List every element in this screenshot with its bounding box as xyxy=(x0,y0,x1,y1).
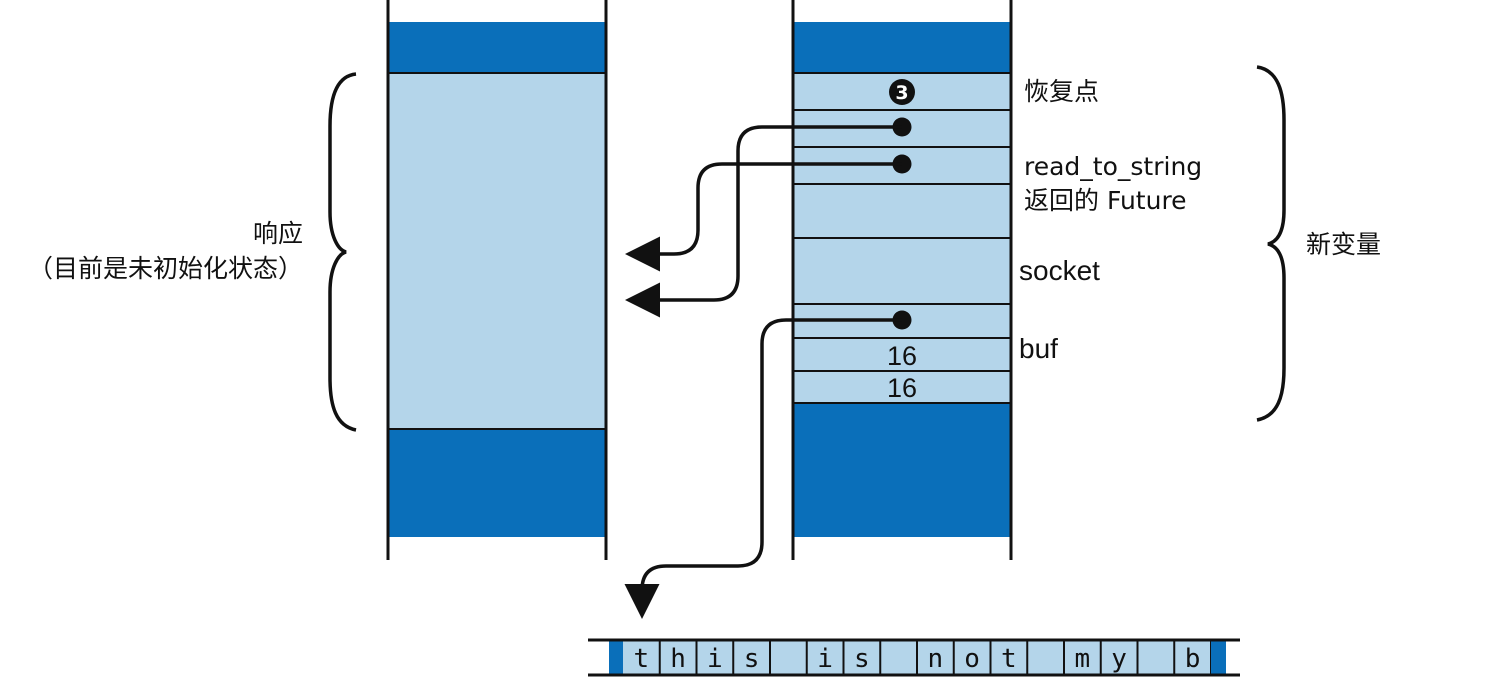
future-pointer-arrow xyxy=(625,125,902,318)
buf-length-value: 16 xyxy=(887,341,917,371)
buffer-cell xyxy=(917,640,954,675)
buffer-cell xyxy=(1064,640,1101,675)
right-brace xyxy=(1256,65,1286,422)
buffer-cell xyxy=(733,640,770,675)
response-label: 响应 xyxy=(253,219,303,248)
left-frame-top-block xyxy=(389,22,605,73)
buf-label: buf xyxy=(1019,333,1058,364)
socket-label: socket xyxy=(1019,255,1100,286)
buffer-char: i xyxy=(817,644,833,674)
resume-point-label: 恢复点 xyxy=(1024,77,1099,106)
future-label-note: 返回的 Future xyxy=(1024,186,1187,215)
buffer-cell xyxy=(659,640,697,675)
buffer-cell xyxy=(1137,640,1175,675)
right-frame xyxy=(791,0,1013,560)
buffer-char: m xyxy=(1075,644,1091,674)
buffer-cell xyxy=(843,640,881,675)
buffer-cell xyxy=(990,640,1028,675)
future-pointer-arrow xyxy=(625,162,902,272)
buffer-char: t xyxy=(634,644,650,674)
buffer-cell xyxy=(806,640,844,675)
buffer-cell xyxy=(696,640,734,675)
left-frame xyxy=(386,0,608,560)
resume-point-badge-number: 3 xyxy=(895,82,908,104)
buffer-char: y xyxy=(1111,644,1127,674)
buffer-cell xyxy=(953,640,991,675)
buffer-char: i xyxy=(707,644,723,674)
buf-capacity-value: 16 xyxy=(887,373,917,403)
buffer-char: b xyxy=(1185,644,1201,674)
buffer-left-edge xyxy=(609,640,623,675)
buffer-cell xyxy=(623,640,660,675)
left-brace xyxy=(328,72,357,432)
future-label: read_to_string xyxy=(1024,152,1202,181)
buffer-cell xyxy=(1027,640,1064,675)
left-frame-response-block xyxy=(389,73,605,429)
right-frame-top-block xyxy=(794,22,1010,73)
buffer-char: s xyxy=(744,644,760,674)
buffer-cell xyxy=(880,640,917,675)
buffer-cell xyxy=(1174,640,1211,675)
buffer-right-edge xyxy=(1211,640,1226,675)
uninitialized-note: （目前是未初始化状态） xyxy=(28,254,303,283)
resume-point-badge xyxy=(889,79,915,105)
buf-pointer-arrow xyxy=(624,318,902,619)
buffer-cell xyxy=(1100,640,1138,675)
buffer-char: o xyxy=(964,644,980,674)
new-variables-label: 新变量 xyxy=(1306,230,1381,259)
buffer-char: h xyxy=(670,644,686,674)
buffer-cell xyxy=(770,640,807,675)
buffer-char: t xyxy=(1001,644,1017,674)
buffer-char: n xyxy=(928,644,944,674)
left-frame-bottom-block xyxy=(389,429,605,537)
right-frame-bottom-block xyxy=(794,403,1010,537)
buffer-char: s xyxy=(854,644,870,674)
